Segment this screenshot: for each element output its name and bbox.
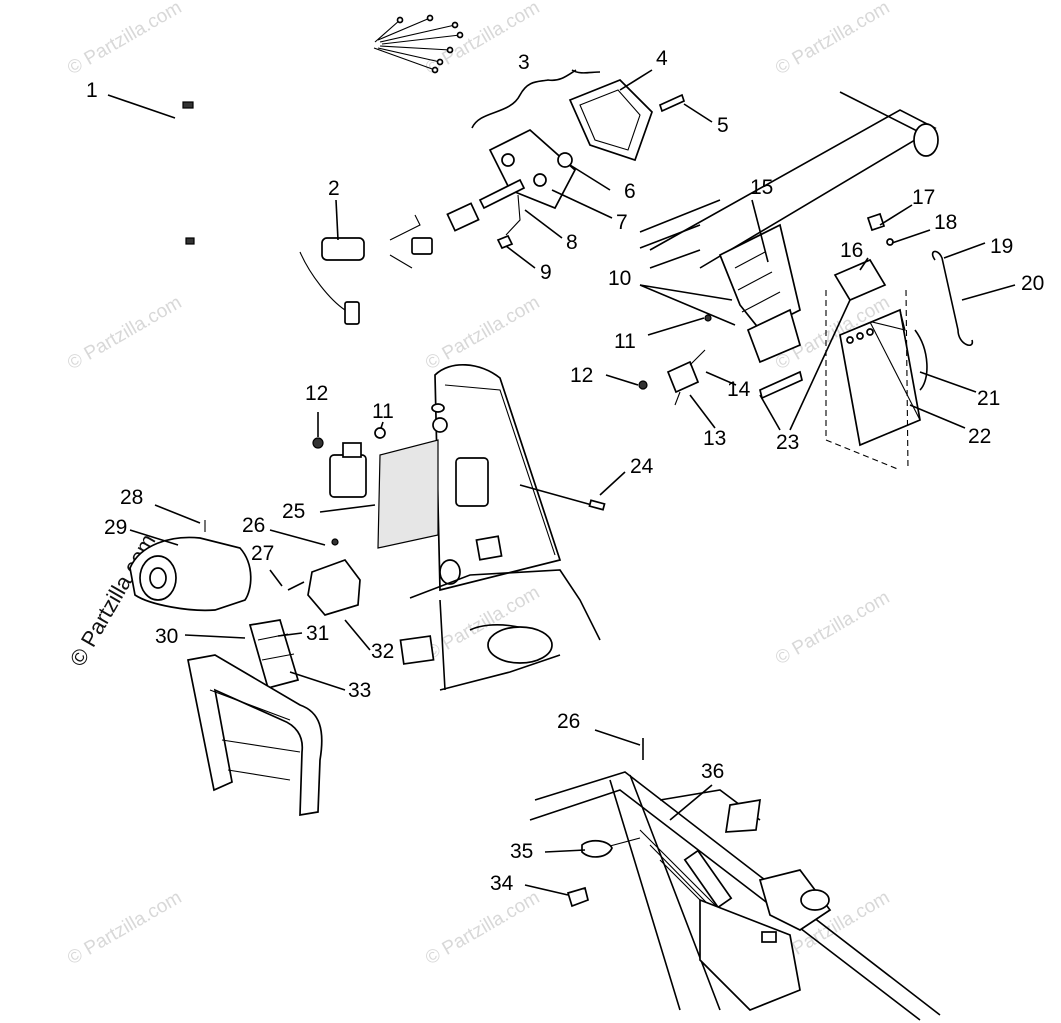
callout-13: 13 [703, 427, 726, 450]
callout-23: 23 [776, 431, 799, 454]
callout-20: 20 [1021, 272, 1044, 295]
callout-12: 12 [570, 364, 593, 387]
ignition-coil [312, 427, 386, 498]
callout-26: 26 [242, 514, 265, 537]
watermark: © Partzilla.com [422, 887, 543, 969]
callout-2: 2 [328, 177, 340, 200]
callout-24: 24 [630, 455, 654, 478]
callout-22: 22 [968, 425, 991, 448]
leader-lines [107, 69, 1016, 896]
lower-frame [529, 771, 941, 1021]
callout-4: 4 [656, 47, 668, 70]
callout-11: 11 [614, 330, 636, 353]
callout-6: 6 [624, 180, 636, 203]
watermark: © Partzilla.com [772, 587, 893, 669]
callout-31: 31 [306, 622, 329, 645]
callout-12-lower: 12 [305, 382, 328, 405]
callout-11-lower: 11 [372, 400, 394, 423]
callout-26-frame: 26 [557, 710, 580, 733]
wiring-harness [148, 14, 464, 325]
callout-5: 5 [717, 114, 729, 137]
callout-36: 36 [701, 760, 724, 783]
watermark: © Partzilla.com [64, 0, 185, 79]
callout-27: 27 [251, 542, 274, 565]
tail-light-assembly [446, 69, 686, 250]
callout-7: 7 [616, 211, 628, 234]
watermark: © Partzilla.com [64, 292, 185, 374]
callout-8: 8 [566, 231, 578, 254]
callout-14: 14 [727, 378, 751, 401]
callout-18: 18 [934, 211, 957, 234]
watermark: © Partzilla.com [64, 887, 185, 969]
callout-28: 28 [120, 486, 143, 509]
callout-25: 25 [282, 500, 305, 523]
callout-21: 21 [977, 387, 1000, 410]
callout-16: 16 [840, 239, 863, 262]
callout-29: 29 [104, 516, 127, 539]
callout-10: 10 [608, 267, 631, 290]
callout-15: 15 [750, 176, 773, 199]
callout-labels: 1 2 3 4 5 6 7 8 9 10 11 12 13 14 15 16 1… [86, 47, 1044, 895]
callout-35: 35 [510, 840, 533, 863]
callout-17: 17 [912, 186, 935, 209]
callout-19: 19 [990, 235, 1013, 258]
watermark: © Partzilla.com [422, 292, 543, 374]
left-components [129, 520, 361, 817]
callout-34: 34 [490, 872, 514, 895]
callout-3: 3 [518, 51, 530, 74]
callout-30: 30 [155, 625, 178, 648]
frame-mounting-plate [377, 363, 606, 691]
battery-frame-area [638, 91, 974, 471]
callout-1: 1 [86, 79, 98, 102]
callout-9: 9 [540, 261, 552, 284]
callout-32: 32 [371, 640, 394, 663]
watermark: © Partzilla.com [772, 0, 893, 79]
callout-33: 33 [348, 679, 371, 702]
